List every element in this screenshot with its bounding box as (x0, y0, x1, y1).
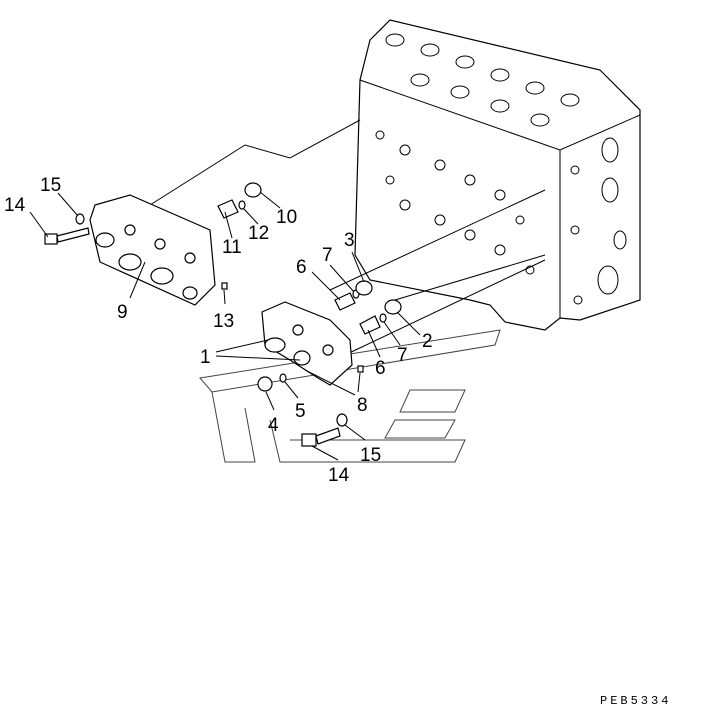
callout-6-lower: 6 (375, 358, 386, 379)
callout-14-lower: 14 (328, 465, 350, 486)
main-valve-block (354, 19, 641, 331)
callout-13: 13 (213, 311, 234, 332)
callout-10: 10 (276, 207, 297, 228)
drawing-code: PEB5334 (600, 694, 671, 707)
part-plugs-3-6-7 (334, 280, 402, 335)
part-small-4-5-8 (221, 282, 364, 392)
callout-2: 2 (422, 331, 433, 352)
callout-4: 4 (268, 415, 279, 436)
part-cover-9 (89, 194, 216, 306)
callout-5: 5 (295, 401, 306, 422)
callout-15-lower: 15 (360, 445, 381, 466)
part-valve-body-1 (261, 301, 353, 386)
part-plugs-10-11-12 (217, 182, 262, 219)
callout-labels: 14 15 9 11 12 10 13 6 7 3 1 2 7 6 4 5 8 … (4, 175, 671, 707)
part-bolt-14-upper (44, 213, 90, 245)
callout-11: 11 (222, 237, 242, 258)
callout-leader-lines (29, 191, 421, 461)
background-watermark-pattern (199, 329, 501, 463)
callout-15: 15 (40, 175, 61, 196)
callout-7-lower: 7 (397, 345, 408, 366)
part-bolt-14-lower (301, 413, 348, 447)
callout-8: 8 (357, 395, 368, 416)
callout-1: 1 (200, 347, 211, 368)
callout-14: 14 (4, 195, 26, 216)
callout-9: 9 (117, 302, 128, 323)
callout-6: 6 (296, 257, 307, 278)
callout-3: 3 (344, 230, 355, 251)
callout-7: 7 (322, 245, 333, 266)
callout-12: 12 (248, 223, 269, 244)
